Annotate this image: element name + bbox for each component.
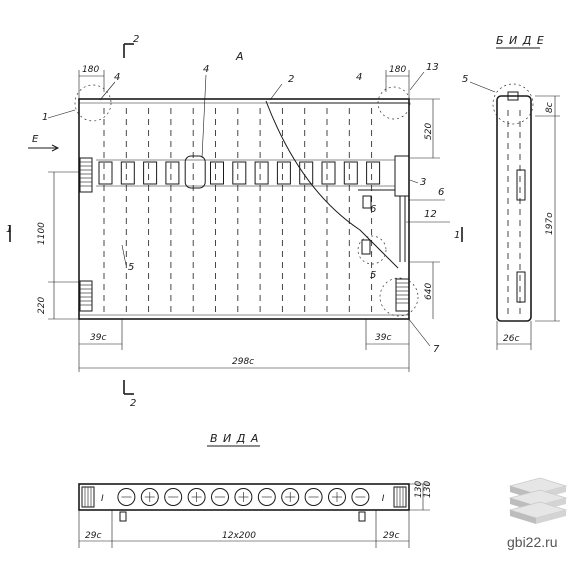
detail-circle-5 (357, 235, 387, 265)
dim-1970: 197о (545, 212, 555, 235)
dim-520: 520 (424, 123, 434, 140)
brand-site-label[interactable]: gbi22.ru (507, 534, 558, 550)
opening (120, 161, 135, 185)
callout-7: 7 (433, 344, 440, 355)
dim-130b: 130 (423, 481, 433, 498)
view-arrow-e: Е (32, 134, 39, 145)
side-top-notch (507, 91, 519, 101)
side-outline (496, 95, 532, 322)
bottom-core-circle (211, 488, 229, 506)
section-1-right: 1 (454, 230, 460, 241)
dim-12x200: 12х200 (222, 531, 256, 541)
main-view-title: A (235, 50, 245, 63)
opening (210, 161, 224, 185)
dim-390-left: 39с (90, 333, 106, 343)
dim-260: 26с (503, 334, 519, 344)
end-pocket-upper (79, 157, 93, 193)
callout-3: 3 (420, 177, 426, 188)
bottom-outline (78, 483, 410, 511)
opening (299, 161, 314, 185)
opening (321, 161, 336, 185)
section-2-top: 2 (133, 34, 139, 45)
callout-4a: 4 (114, 72, 120, 83)
section-marks: 2 2 1 1 Е (6, 34, 463, 409)
detail-circle-13 (377, 86, 411, 120)
dim-180-left: 180 (82, 65, 99, 75)
callout-12: 12 (424, 209, 437, 220)
bottom-core-circle (304, 488, 323, 506)
dim-2980: 298с (232, 357, 254, 367)
bottom-end-mark: I (382, 494, 385, 504)
detail-circle-side (492, 83, 534, 125)
callout-5c: 5 (462, 74, 468, 85)
side-view: Б И Д Е 197о 8с 26с (492, 34, 560, 350)
dim-220: 220 (37, 297, 47, 314)
bottom-core-circle (281, 488, 300, 506)
dim-130a: 130 (414, 481, 424, 498)
callout-2: 2 (288, 74, 294, 85)
dim-290-left: 29с (85, 531, 101, 541)
detail-circle-7 (379, 277, 419, 317)
break-line (265, 100, 399, 269)
section-2-bottom: 2 (130, 398, 136, 409)
panel-outline (78, 98, 410, 320)
opening (232, 161, 247, 185)
callout-6a: 6 (438, 187, 444, 198)
callout-1: 1 (42, 112, 48, 123)
callout-4c: 4 (356, 72, 362, 83)
dimensions-main: 180 180 520 640 1100 220 39с 39с (37, 65, 440, 372)
front-view (74, 84, 419, 320)
callout-13: 13 (426, 62, 439, 73)
dim-290-right: 29с (383, 531, 399, 541)
opening (254, 161, 269, 185)
hollow-core-lines (103, 108, 373, 312)
side-view-title: Б И Д Е (496, 34, 545, 47)
opening (184, 155, 206, 189)
callout-6b: 6 (370, 204, 376, 215)
callout-4b: 4 (203, 64, 209, 75)
opening (143, 161, 158, 185)
openings-row (96, 155, 395, 189)
dim-640: 640 (424, 283, 434, 300)
bottom-core-circle (351, 488, 370, 506)
dim-180-right: 180 (389, 65, 406, 75)
dim-80: 8с (545, 102, 555, 113)
opening (165, 161, 180, 185)
bottom-core-circle (164, 488, 183, 506)
bottom-core-circle (234, 488, 253, 506)
bottom-core-circle (140, 488, 159, 506)
bottom-core-circle (257, 488, 276, 506)
callouts: 1 2 3 4 4 4 5 5 5 6 6 7 12 13 (42, 62, 496, 355)
section-1-left: 1 (6, 224, 12, 235)
embedded-plate (394, 155, 410, 197)
opening (366, 161, 381, 185)
bottom-loop-right (358, 511, 366, 522)
callout-5a: 5 (128, 262, 134, 273)
bottom-core-circle (328, 488, 346, 506)
dim-1100: 1100 (37, 222, 47, 245)
bottom-end-mark: I (101, 494, 104, 504)
opening (343, 161, 358, 185)
detail-circle-1 (74, 84, 112, 122)
brand-logo-icon (508, 477, 568, 524)
bottom-view-title: В И Д А (210, 432, 259, 445)
bottom-loop-left (119, 511, 127, 522)
opening (98, 161, 113, 185)
bottom-core-circle (187, 488, 206, 506)
end-pocket-lower (79, 280, 93, 312)
callout-5b: 5 (370, 270, 376, 281)
dim-390-right: 39с (375, 333, 391, 343)
bottom-core-circle (117, 488, 136, 506)
opening (276, 161, 291, 185)
